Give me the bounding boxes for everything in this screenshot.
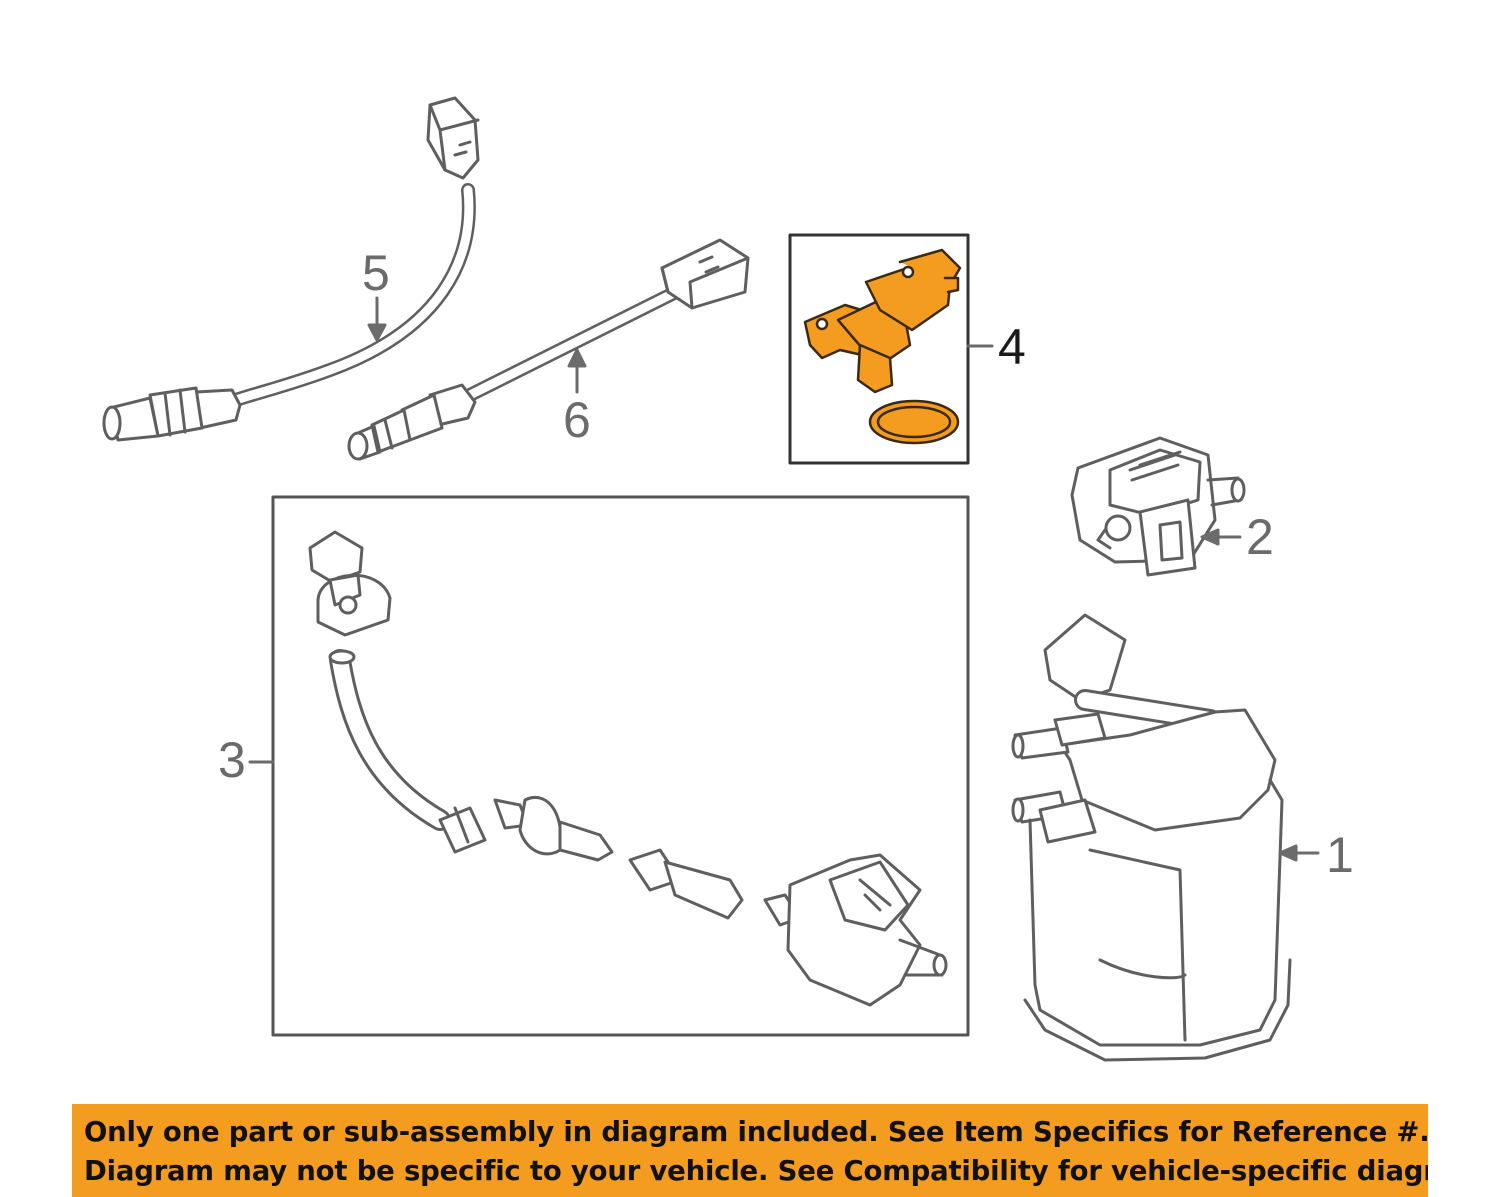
map-sensor-part-4[interactable] <box>803 248 962 445</box>
part-4-frame <box>788 233 970 465</box>
callout-3: 3 <box>218 732 246 788</box>
parts-diagram <box>102 96 1320 1062</box>
callout-6: 6 <box>563 392 591 448</box>
callout-2: 2 <box>1246 509 1274 565</box>
callout-1: 1 <box>1326 827 1354 883</box>
callout-5: 5 <box>362 245 390 301</box>
purge-solenoid-part-2[interactable] <box>1070 436 1246 577</box>
disclaimer-line-1: Only one part or sub-assembly in diagram… <box>84 1116 1428 1148</box>
oxygen-sensor-part-5[interactable] <box>102 96 480 442</box>
part-3-frame <box>271 495 970 1037</box>
evap-canister-part-1[interactable] <box>1011 613 1292 1062</box>
disclaimer-banner: Only one part or sub-assembly in diagram… <box>72 1104 1428 1197</box>
vent-valve-assembly-part-3[interactable] <box>308 530 948 1007</box>
disclaimer-line-2: Diagram may not be specific to your vehi… <box>84 1155 1428 1187</box>
oxygen-sensor-part-6[interactable] <box>347 238 750 461</box>
callout-4: 4 <box>998 319 1026 375</box>
leader-lines <box>248 296 1320 862</box>
